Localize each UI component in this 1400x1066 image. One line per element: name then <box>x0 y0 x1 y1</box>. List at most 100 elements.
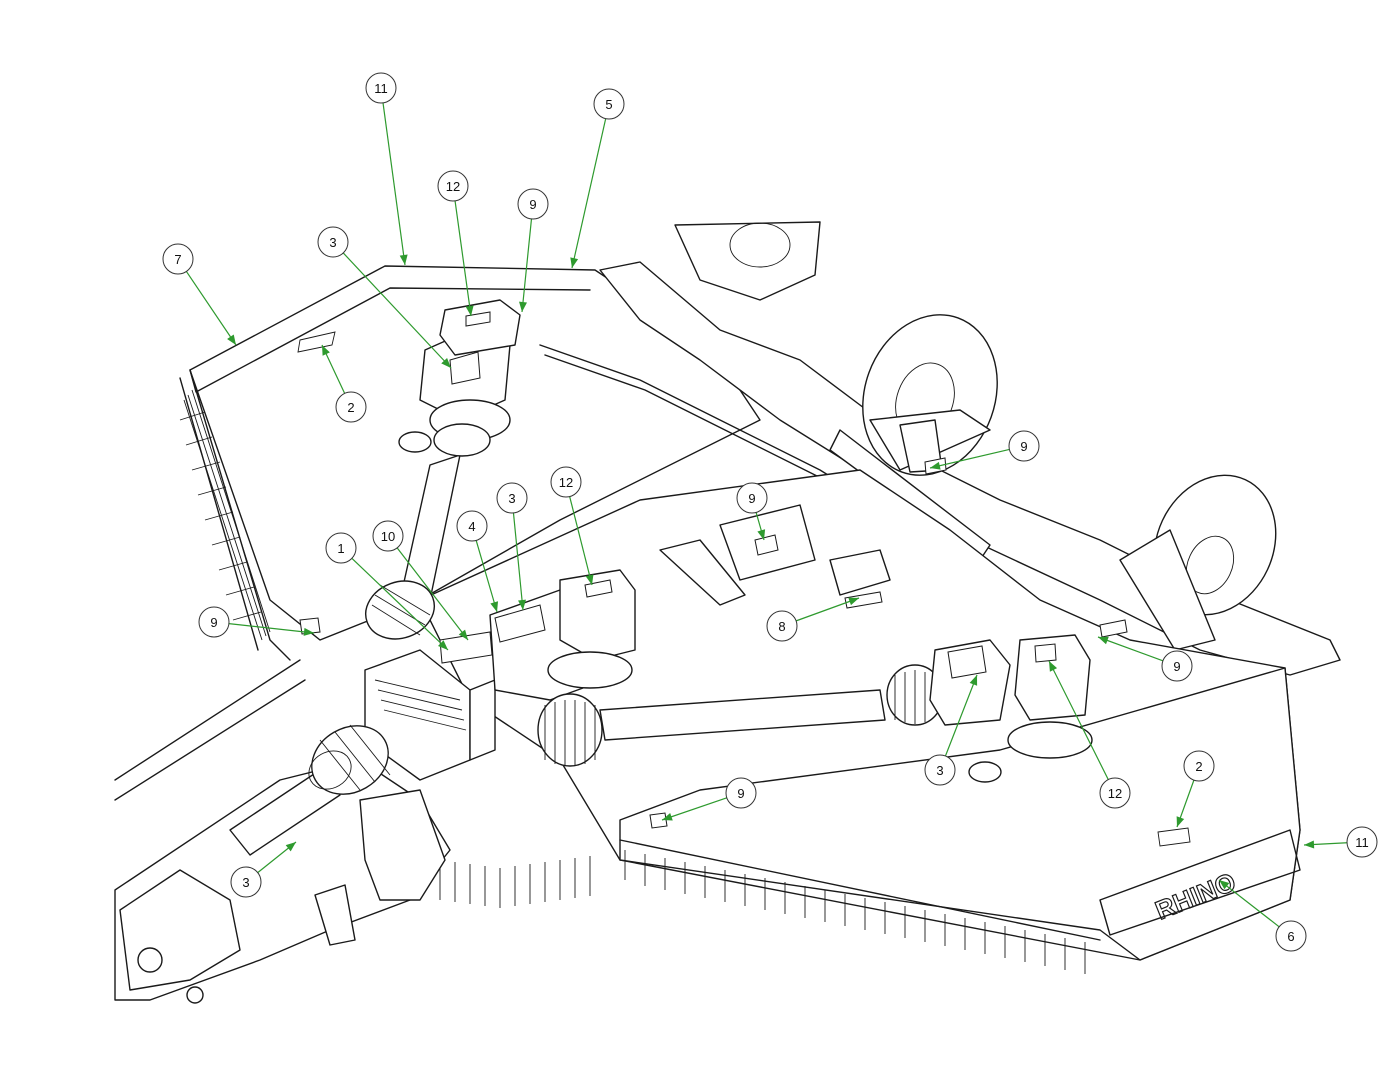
callout-label-4: 4 <box>468 519 475 534</box>
hitch-bracket <box>359 789 446 901</box>
leader-line-12 <box>1048 660 1109 780</box>
leader-arrowhead-11 <box>399 254 408 265</box>
leader-arrowhead-8 <box>848 597 859 606</box>
left-gearbox <box>419 299 521 457</box>
callout-bubble-9 <box>1008 430 1040 462</box>
leader-arrowhead-9 <box>519 301 527 312</box>
callout-bubble-1 <box>325 532 357 564</box>
leader-line-7 <box>185 271 237 346</box>
callout-label-3: 3 <box>242 875 249 890</box>
callout-label-3: 3 <box>508 491 515 506</box>
leader-lines <box>185 102 1348 928</box>
callout-label-12: 12 <box>446 179 460 194</box>
callout-label-7: 7 <box>174 252 181 267</box>
rear-right-wheel <box>1119 474 1277 651</box>
rear-top-wheel <box>674 221 821 301</box>
leader-arrowhead-9 <box>757 529 766 540</box>
callout-bubble-11 <box>1346 826 1378 858</box>
callout-bubble-12 <box>550 466 582 498</box>
spring-tube <box>829 549 891 596</box>
leader-line-9 <box>929 448 1010 469</box>
leader-line-6 <box>1218 879 1280 928</box>
leader-line-11 <box>382 102 406 266</box>
leader-arrowhead-12 <box>465 305 474 316</box>
callout-label-10: 10 <box>381 529 395 544</box>
callout-bubble-2 <box>335 391 367 423</box>
callout-label-3: 3 <box>329 235 336 250</box>
leader-line-12 <box>454 200 472 317</box>
leader-line-3 <box>944 674 978 757</box>
leader-arrowhead-9 <box>303 627 314 636</box>
leader-arrowhead-3 <box>518 599 527 610</box>
leader-arrowhead-5 <box>570 257 579 268</box>
leader-line-12 <box>569 496 593 586</box>
callout-bubble-12 <box>437 170 469 202</box>
leader-arrowhead-10 <box>458 629 468 640</box>
callout-label-11: 11 <box>374 81 388 96</box>
callout-bubble-3 <box>230 866 262 898</box>
leader-line-9 <box>228 623 315 634</box>
callout-label-9: 9 <box>1173 659 1180 674</box>
leader-line-3 <box>342 252 452 369</box>
callout-label-3: 3 <box>936 763 943 778</box>
callout-label-9: 9 <box>210 615 217 630</box>
leader-line-10 <box>396 547 469 641</box>
callout-bubble-9 <box>1161 650 1193 682</box>
callout-label-11: 11 <box>1355 835 1369 850</box>
callout-bubble-3 <box>317 226 349 258</box>
callout-label-2: 2 <box>347 400 354 415</box>
leader-line-5 <box>571 118 607 269</box>
leader-line-9 <box>661 797 728 821</box>
callout-bubble-6 <box>1275 920 1307 952</box>
leader-arrowhead-12 <box>585 574 594 585</box>
mower-line-drawing: RHINO <box>114 221 1341 1004</box>
leader-line-3 <box>512 512 524 611</box>
callout-bubble-8 <box>766 610 798 642</box>
callout-label-8: 8 <box>778 619 785 634</box>
leader-line-9 <box>1097 636 1164 662</box>
right-deck-wing <box>619 667 1301 961</box>
callout-bubble-9 <box>725 777 757 809</box>
leader-arrowhead-9 <box>930 461 941 470</box>
leader-arrowhead-9 <box>1098 636 1109 645</box>
callout-bubble-3 <box>496 482 528 514</box>
leader-arrowhead-3 <box>969 675 978 686</box>
leader-arrowhead-11 <box>1304 840 1315 849</box>
right-driveline <box>537 664 944 767</box>
leader-arrowhead-2 <box>1176 816 1185 827</box>
callout-bubble-2 <box>1183 750 1215 782</box>
front-chain-guard <box>439 839 1101 974</box>
callout-label-9: 9 <box>737 786 744 801</box>
leader-arrowhead-1 <box>438 640 448 650</box>
callout-label-12: 12 <box>1108 786 1122 801</box>
leader-line-1 <box>351 557 449 651</box>
callout-bubble-10 <box>372 520 404 552</box>
hub-cap-left <box>398 431 432 453</box>
leader-arrowhead-12 <box>1049 661 1058 672</box>
callout-bubble-4 <box>456 510 488 542</box>
callout-bubble-9 <box>517 188 549 220</box>
left-chain-guard <box>179 389 271 641</box>
center-latch <box>659 504 891 609</box>
leader-line-9 <box>521 218 533 313</box>
callout-bubble-7 <box>162 243 194 275</box>
leader-arrowhead-3 <box>441 357 451 368</box>
leader-arrowhead-9 <box>662 812 673 821</box>
leader-line-8 <box>795 597 860 622</box>
hub-cap-right <box>968 761 1002 783</box>
leader-arrowhead-2 <box>322 345 330 356</box>
callout-bubble-5 <box>593 88 625 120</box>
callout-label-9: 9 <box>748 491 755 506</box>
callout-label-9: 9 <box>529 197 536 212</box>
callout-bubble-3 <box>924 754 956 786</box>
callout-label-5: 5 <box>605 97 612 112</box>
left-driveline <box>365 454 461 640</box>
leader-arrowhead-4 <box>490 601 499 612</box>
input-driveline <box>229 724 391 856</box>
leader-arrowhead-7 <box>227 334 236 345</box>
callout-bubble-12 <box>1099 777 1131 809</box>
callout-bubble-11 <box>365 72 397 104</box>
leader-arrowhead-6 <box>1219 880 1230 890</box>
